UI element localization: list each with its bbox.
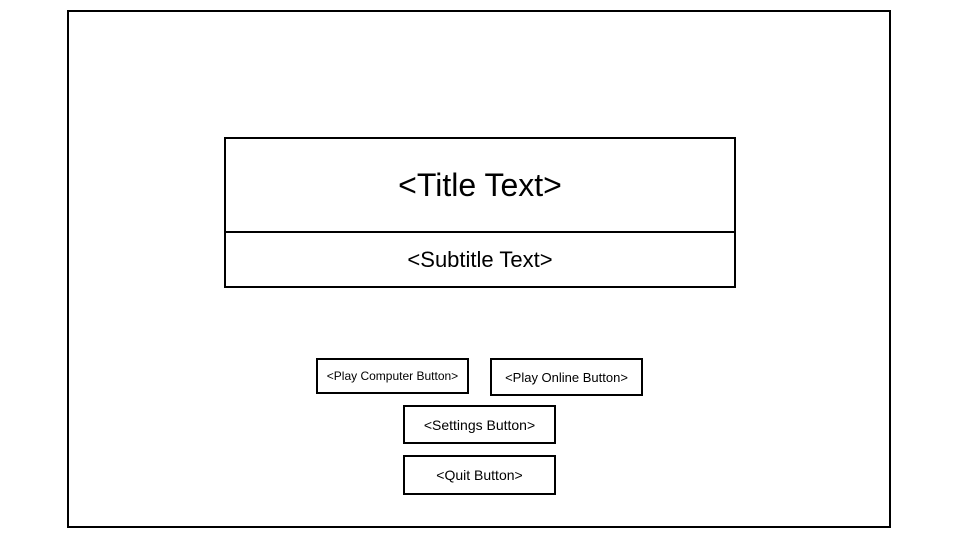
title-text: <Title Text>	[226, 139, 734, 233]
quit-button[interactable]: <Quit Button>	[403, 455, 556, 495]
title-panel: <Title Text> <Subtitle Text>	[224, 137, 736, 288]
settings-button[interactable]: <Settings Button>	[403, 405, 556, 444]
play-computer-button[interactable]: <Play Computer Button>	[316, 358, 469, 394]
play-online-button[interactable]: <Play Online Button>	[490, 358, 643, 396]
subtitle-text: <Subtitle Text>	[407, 246, 553, 272]
